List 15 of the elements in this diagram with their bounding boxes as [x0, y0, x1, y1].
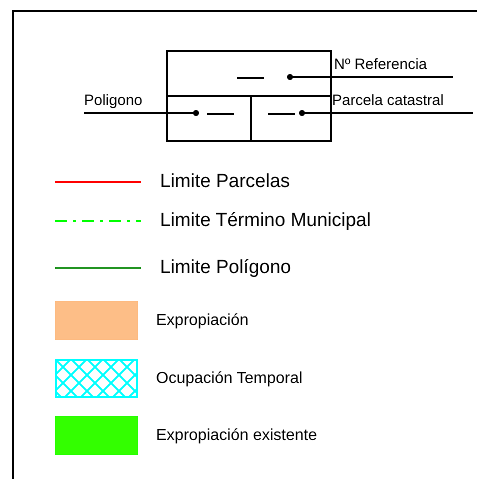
label-cell — [166, 50, 332, 97]
legend-label: Limite Parcelas — [160, 171, 290, 193]
field-label: Nº Referencia — [334, 56, 453, 78]
legend-label: Expropiación existente — [156, 426, 317, 444]
leader-line — [287, 74, 334, 80]
legend-label: Limite Término Municipal — [160, 210, 371, 232]
label-cell — [166, 95, 252, 142]
leader-line — [166, 110, 199, 116]
legend-label: Expropiación — [156, 312, 248, 330]
legend-label: Ocupación Temporal — [156, 370, 302, 388]
field-label: Poligono — [84, 92, 166, 114]
label-cell — [250, 95, 332, 142]
legend-label: Limite Polígono — [160, 257, 291, 279]
leader-line — [299, 110, 332, 116]
field-label: Parcela catastral — [332, 92, 473, 114]
